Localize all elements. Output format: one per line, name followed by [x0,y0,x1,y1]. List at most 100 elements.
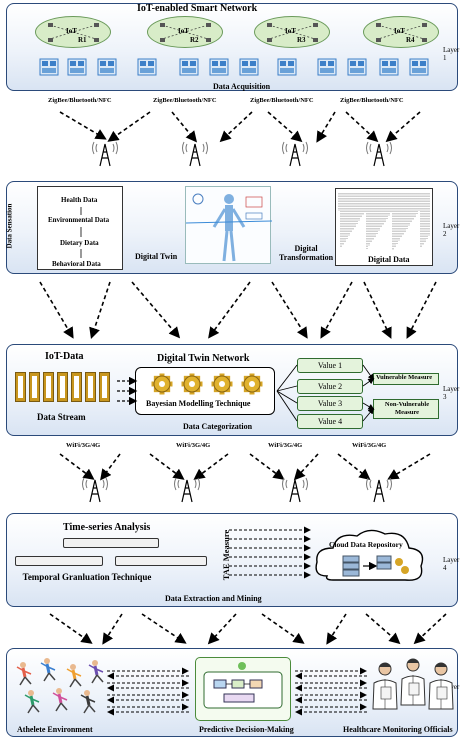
node-icon [422,38,427,42]
layer-4-panel: Layer 4 Time-series Analysis Temporal Gr… [6,513,459,607]
data-sources-box: Health Data Environmental Data Dietary D… [37,186,123,270]
athlete-figure [24,690,40,714]
link-label-4: ZigBee/Bluetooth/NFC [340,97,404,104]
device-cell [320,68,334,73]
athlete-leg [55,702,62,712]
value-connector [276,390,298,422]
tower-waves [282,477,308,491]
dashed-arrow [59,453,95,480]
device-graphic [317,58,337,76]
athlete-body [57,693,63,704]
athlete-figure [16,662,32,686]
node-icon [160,23,165,27]
link-label-3: ZigBee/Bluetooth/NFC [250,97,314,104]
device-cell [42,68,56,73]
gear-icon [151,373,173,395]
official-clipboard [436,686,448,700]
dashed-arrow [406,281,437,339]
stream-bar [29,372,40,402]
athlete-figure [66,664,82,688]
dashed-arrow [49,613,93,644]
server-unit-2 [15,556,103,566]
vulnerable-measure-label: Vulnerable Measure [376,374,433,381]
temporal-granulation-label: Temporal Granluation Technique [22,572,152,582]
device-cell [350,61,356,66]
digital-twin-image [185,186,273,264]
athlete-leg [19,676,26,686]
device-cell [42,61,48,66]
gear-hole [189,381,195,387]
device-graphic [39,58,59,76]
device-cell [280,68,294,73]
athlete-leg [74,678,82,687]
value-connector [276,364,298,392]
device-cell [350,68,364,73]
bayesian-technique-label: Bayesian Modelling Technique [146,399,251,408]
athlete-head [56,688,62,694]
athlete-arm [16,666,25,672]
measure-connector [362,407,375,422]
athlete-arm [59,696,68,701]
athlete-head [44,658,50,664]
device-cell [220,61,226,66]
cluster-link [161,24,209,40]
server-unit-3 [115,556,207,566]
dashed-arrow [293,453,319,481]
device-cell [412,61,418,66]
node-icon [206,23,211,27]
tower-waves [174,477,200,491]
device-cell [78,61,84,66]
sensor-device-icon [39,58,59,76]
cluster-iot-label: IoT [66,27,77,35]
stream-bar-inner [60,376,65,398]
sensor-device-icon [239,58,259,76]
layer-1-panel: IoT-enabled Smart Network Data Acquisiti… [6,3,459,91]
wifi-label-2: WiFi/3G/4G [176,442,211,449]
measure-connector [362,377,375,387]
cluster-router-label: R4 [406,36,415,44]
data-stream-label: Data Stream [37,412,86,422]
sensor-device-icon [379,58,399,76]
tower-body [89,479,101,503]
athlete-arm [66,668,75,674]
device-graphic [239,58,259,76]
device-cell [280,61,286,66]
dashed-arrow [131,281,181,339]
official-hair [435,663,447,667]
cloud-repository-label: Cloud Data Repository [329,540,403,549]
gear-icon [241,373,263,395]
device-cell [182,61,188,66]
athlete-arm [40,662,49,668]
stream-bar-inner [18,376,23,398]
device-cell [182,68,196,73]
tower-body [289,143,301,167]
device-cell [70,68,84,73]
dashed-arrow [171,111,198,143]
gear-icon [181,373,203,395]
dashed-arrow [102,613,123,645]
sensor-device-icon [97,58,117,76]
dashed-arrow [219,111,253,143]
stream-bar-inner [32,376,37,398]
value-connector [276,385,298,392]
dashed-arrow [193,453,229,480]
data-extraction-caption: Data Extraction and Mining [165,594,262,603]
athlete-leg [48,672,56,681]
wifi-label-1: WiFi/3G/4G [66,442,101,449]
sensor-device-icon [179,58,199,76]
dashed-arrow [337,453,371,480]
time-series-label: Time-series Analysis [63,522,151,533]
device-cell [212,68,226,73]
athlete-figure [40,658,56,682]
athlete-arm [31,698,40,703]
device-cell [242,61,248,66]
device-graphic [137,58,157,76]
value-box: Value 3 [297,396,363,411]
stream-bar [15,372,26,402]
device-graphic [409,58,429,76]
device-cell [328,61,334,66]
